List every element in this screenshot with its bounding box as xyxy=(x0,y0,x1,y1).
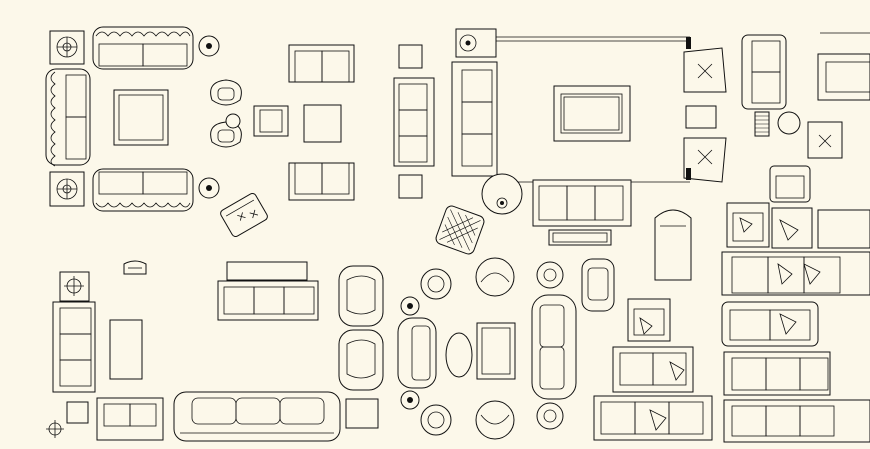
chair-group-center-left xyxy=(253,44,355,201)
loveseat-icon xyxy=(288,162,355,201)
lounge-group-center xyxy=(338,205,615,440)
sofa-console-icon xyxy=(217,261,319,321)
chaise-lounge-icon xyxy=(654,209,692,281)
loveseat-icon xyxy=(288,44,355,83)
living-group-bottom-left xyxy=(46,260,379,442)
sofa-icon xyxy=(723,351,831,396)
side-table-lamp-icon xyxy=(59,271,90,302)
wing-chair-icon xyxy=(683,37,727,93)
armchair-icon xyxy=(338,329,384,391)
lounge-chair-icon xyxy=(220,192,268,238)
wing-chair-icon xyxy=(683,137,727,183)
coffee-table-icon xyxy=(476,322,516,380)
curved-sofa-icon xyxy=(173,391,341,442)
loveseat-icon xyxy=(96,397,164,441)
side-table-lamp-icon xyxy=(49,30,85,65)
side-table-icon xyxy=(685,105,717,129)
coffee-table-icon xyxy=(113,89,169,146)
square-table-icon xyxy=(303,104,342,143)
tub-chair-icon xyxy=(420,268,452,300)
crosshair-lamp-icon xyxy=(46,420,64,438)
sofa-vertical-icon xyxy=(397,317,437,389)
lamp-table-icon xyxy=(455,28,497,58)
small-round-table-icon xyxy=(225,113,241,129)
coffee-table-icon xyxy=(109,319,143,380)
round-lamp-icon xyxy=(198,35,220,57)
round-lamp-icon xyxy=(198,177,220,199)
hatch-bench-icon xyxy=(754,111,770,137)
sofa-icon xyxy=(532,179,632,227)
armchair-icon xyxy=(627,298,671,342)
armchair-icon xyxy=(807,121,843,159)
sofa-end-icon xyxy=(817,209,870,249)
armchair-icon xyxy=(338,265,384,327)
chair-icon xyxy=(123,260,147,275)
round-table-icon xyxy=(481,173,523,215)
armchair-icon xyxy=(581,258,615,312)
side-table-icon xyxy=(345,398,379,429)
tufted-sofa-icon xyxy=(92,26,194,70)
sectional-sofa-icon xyxy=(721,251,870,296)
side-table-icon xyxy=(398,44,423,69)
armchair-icon xyxy=(771,207,813,249)
side-table-icon xyxy=(66,401,89,424)
tub-chair-icon xyxy=(475,400,515,440)
sofa-icon xyxy=(593,395,713,441)
living-group-top-left xyxy=(45,26,268,238)
armchair-icon xyxy=(210,79,242,106)
sofa-vertical-icon xyxy=(52,301,96,393)
wing-chair-icon xyxy=(769,165,811,203)
sofa-vertical-icon xyxy=(531,294,577,400)
loveseat-icon xyxy=(741,34,787,110)
side-table-icon xyxy=(398,174,423,199)
round-lamp-icon xyxy=(400,296,420,316)
tub-chair-icon xyxy=(475,257,515,297)
armchair-icon xyxy=(726,202,770,248)
bed-group-top-right xyxy=(741,32,870,159)
rug-area xyxy=(481,36,727,246)
round-lamp-icon xyxy=(536,402,564,430)
tub-chair-icon xyxy=(420,404,452,436)
round-lamp-icon xyxy=(536,261,564,289)
loveseat-icon xyxy=(612,346,694,393)
sofa-icon xyxy=(723,399,870,443)
round-lamp-icon xyxy=(400,390,420,410)
bedroom-group-bottom-right xyxy=(593,165,870,443)
sofa-column xyxy=(393,28,498,199)
oval-table-icon xyxy=(445,332,473,378)
tv-stand-icon xyxy=(553,85,631,142)
tufted-sofa-icon xyxy=(45,68,91,167)
side-table-lamp-icon xyxy=(49,171,85,207)
rattan-chair-icon xyxy=(435,205,485,255)
bench-icon xyxy=(548,229,612,246)
tufted-sofa-icon xyxy=(92,168,194,212)
sofa-vertical-icon xyxy=(393,77,435,167)
sofa-vertical-icon xyxy=(451,61,498,177)
round-table-icon xyxy=(777,111,801,135)
chair-icon xyxy=(253,105,289,137)
sofa-icon xyxy=(721,301,819,347)
bed-frame-icon xyxy=(817,32,870,101)
